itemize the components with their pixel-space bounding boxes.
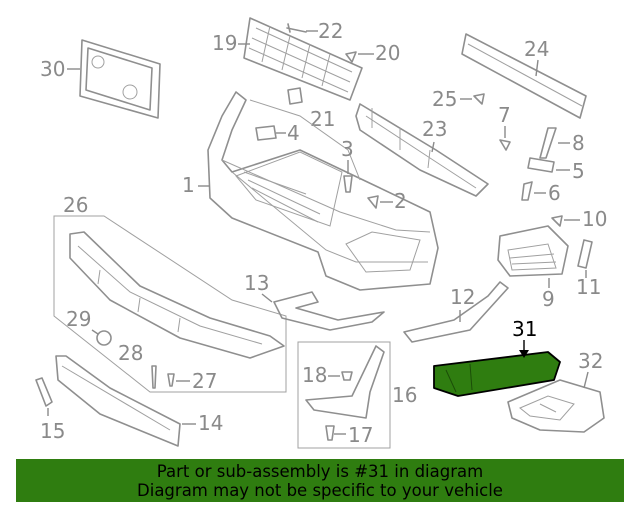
part-bumper-cover bbox=[207, 91, 439, 291]
part-bracket-5 bbox=[527, 157, 555, 173]
part-pin-28 bbox=[151, 365, 157, 389]
callout-2: 2 bbox=[394, 189, 407, 213]
callout-20: 20 bbox=[375, 41, 400, 65]
callout-27: 27 bbox=[192, 369, 217, 393]
detail-box-26 bbox=[53, 215, 287, 393]
callout-30: 30 bbox=[40, 57, 65, 81]
part-reflector-11 bbox=[577, 239, 593, 269]
part-screw-10 bbox=[551, 215, 563, 227]
part-bracket-21 bbox=[287, 87, 303, 105]
part-31-highlighted[interactable] bbox=[433, 351, 561, 397]
part-screw-25 bbox=[473, 93, 485, 105]
callout-15: 15 bbox=[40, 419, 65, 443]
part-clip-15 bbox=[35, 377, 53, 407]
callout-6: 6 bbox=[548, 181, 561, 205]
callout-31: 31 bbox=[512, 317, 537, 341]
callout-7: 7 bbox=[498, 103, 511, 127]
part-screw-17 bbox=[325, 425, 335, 441]
callout-28: 28 bbox=[118, 341, 143, 365]
part-screw-20 bbox=[345, 51, 357, 63]
callout-21: 21 bbox=[310, 107, 335, 131]
part-fog-lamp-bezel bbox=[497, 225, 569, 277]
callout-26: 26 bbox=[63, 193, 88, 217]
callout-11: 11 bbox=[576, 275, 601, 299]
part-clip-2 bbox=[367, 195, 379, 209]
banner-line-2: Diagram may not be specific to your vehi… bbox=[137, 480, 503, 500]
callout-9: 9 bbox=[542, 287, 555, 311]
detail-box-16 bbox=[297, 341, 391, 449]
callout-17: 17 bbox=[348, 423, 373, 447]
callout-5: 5 bbox=[572, 159, 585, 183]
callout-3: 3 bbox=[341, 137, 354, 161]
part-bracket-32 bbox=[507, 379, 605, 433]
fitment-note-banner: Part or sub-assembly is #31 in diagram D… bbox=[16, 459, 624, 502]
part-clip-22 bbox=[286, 23, 307, 33]
callout-22: 22 bbox=[318, 19, 343, 43]
part-air-deflector bbox=[55, 355, 181, 447]
callout-4: 4 bbox=[287, 121, 300, 145]
part-clip-6 bbox=[521, 181, 533, 201]
part-bracket-4 bbox=[255, 125, 277, 141]
callout-19: 19 bbox=[212, 31, 237, 55]
callout-1: 1 bbox=[182, 173, 195, 197]
part-reinforcement bbox=[461, 33, 587, 119]
part-screw-27 bbox=[167, 373, 175, 387]
part-grommet-29 bbox=[96, 330, 112, 346]
callout-14: 14 bbox=[198, 411, 223, 435]
callout-25: 25 bbox=[432, 87, 457, 111]
part-lower-spoiler bbox=[69, 231, 285, 359]
callout-12: 12 bbox=[450, 285, 475, 309]
part-energy-absorber bbox=[355, 103, 489, 197]
part-clip-18 bbox=[341, 371, 353, 381]
callout-29: 29 bbox=[66, 307, 91, 331]
part-license-bracket bbox=[79, 39, 161, 119]
callout-8: 8 bbox=[572, 131, 585, 155]
callout-23: 23 bbox=[422, 117, 447, 141]
callout-32: 32 bbox=[578, 349, 603, 373]
part-canard-16 bbox=[305, 345, 385, 419]
part-molding-13 bbox=[273, 291, 385, 331]
banner-line-1: Part or sub-assembly is #31 in diagram bbox=[156, 461, 484, 481]
callout-13: 13 bbox=[244, 271, 269, 295]
part-screw-3 bbox=[343, 175, 353, 193]
callout-10: 10 bbox=[582, 207, 607, 231]
callout-18: 18 bbox=[302, 363, 327, 387]
callout-24: 24 bbox=[524, 37, 549, 61]
callout-16: 16 bbox=[392, 383, 417, 407]
part-clip-7 bbox=[499, 139, 511, 151]
part-upper-grille bbox=[243, 17, 363, 101]
part-strip-8 bbox=[539, 127, 557, 159]
